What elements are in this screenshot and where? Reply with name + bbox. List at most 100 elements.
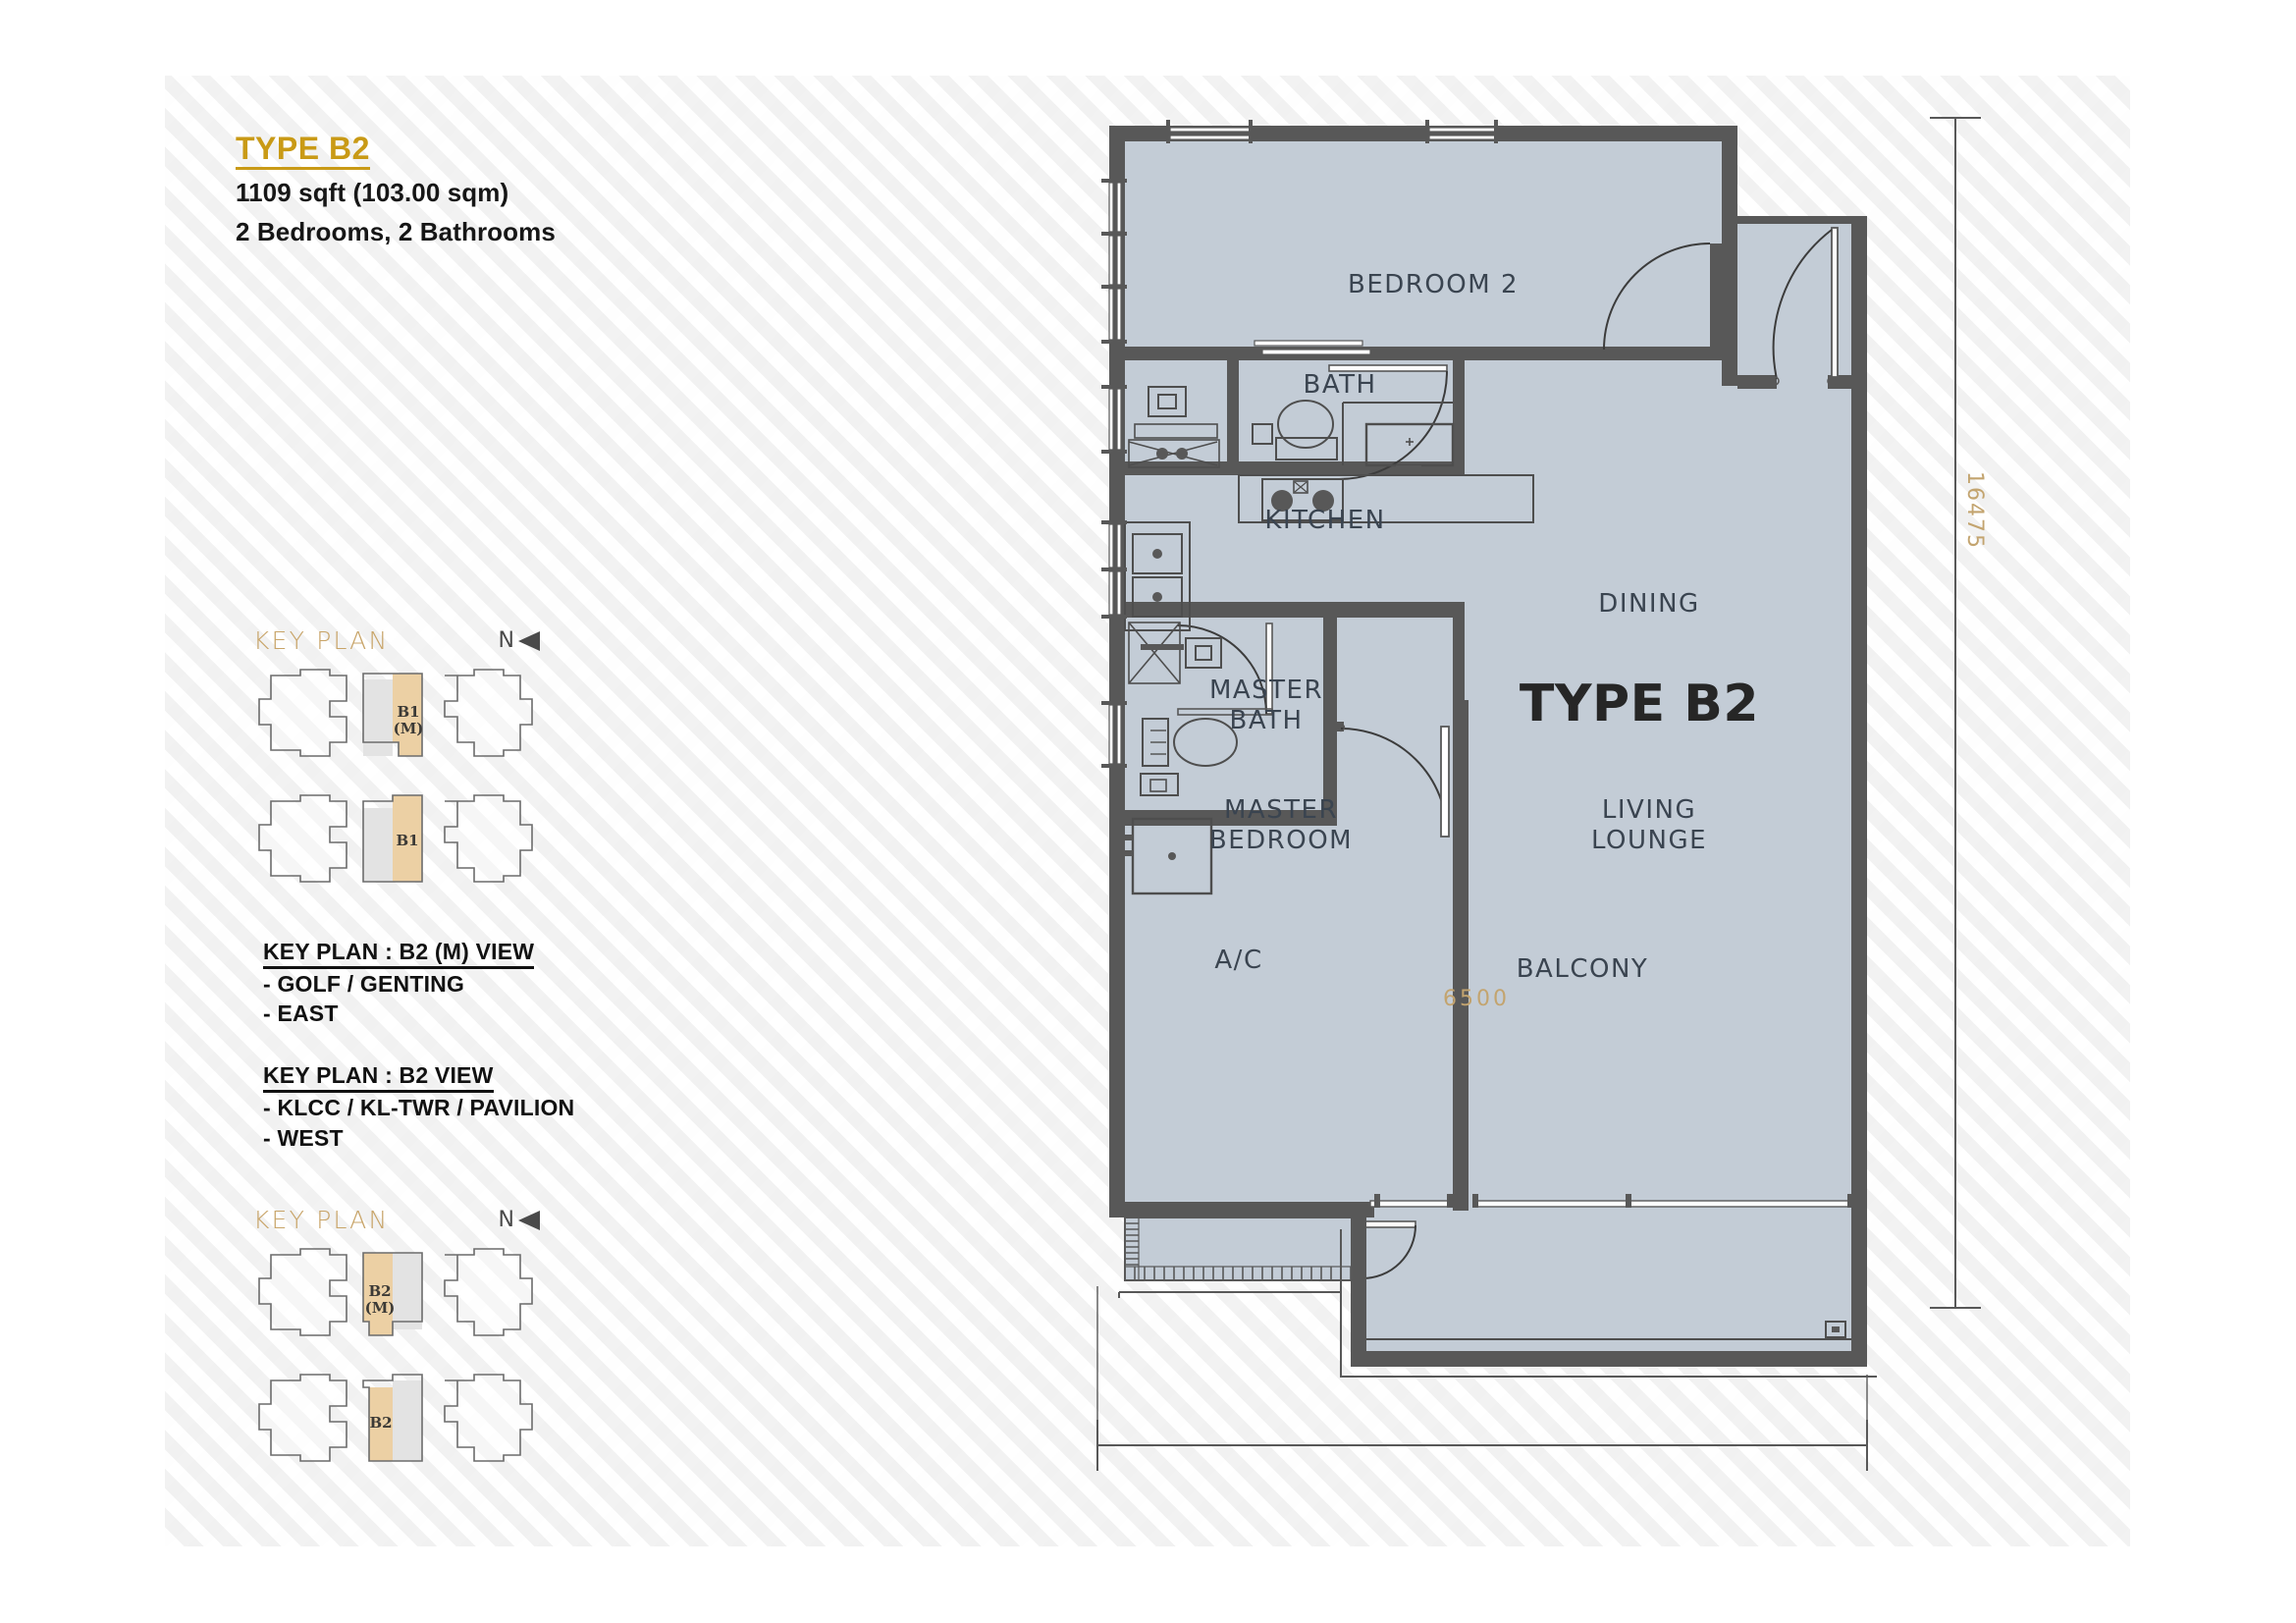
keyplan-unit-lower-outline [362, 794, 423, 883]
keyplan-bm-view-heading: KEY PLAN : B2 (M) VIEW [263, 938, 535, 969]
wall-masterbedroom-living [1453, 700, 1468, 1211]
wall-bedroom2-right [1722, 126, 1737, 229]
keyplan-block-lower-right [444, 794, 533, 883]
keyplan-unit-lower-grey [363, 808, 393, 882]
keyplan-top-diagram: B1 (M) B1 [258, 669, 533, 883]
keyplan-bottom-title: KEY PLAN [253, 1206, 390, 1234]
room-label-dining: DINING [1598, 589, 1700, 619]
keyplan-block-lower-right [444, 1374, 533, 1462]
window-yard-upper [1101, 385, 1127, 454]
keyplan-block-upper-right [444, 669, 533, 757]
keyplan-unit-upper-label-line2: (M) [365, 1299, 396, 1317]
keyplan-bottom-header: KEY PLAN N [253, 1206, 548, 1239]
dimension-line-vertical [1930, 117, 1981, 1309]
keyplan-unit-upper-highlight [363, 1253, 393, 1335]
keyplan-unit-upper-highlight [393, 674, 422, 756]
room-label-balcony: BALCONY [1516, 954, 1649, 984]
fixture-bath [1252, 400, 1455, 475]
keyplan-unit-upper-grey [393, 1253, 422, 1329]
keyplan-unit-upper-label-line1: B1 [397, 703, 419, 721]
keyplan-b2-view-line-2: - WEST [263, 1124, 344, 1151]
keyplan-block-lower-left [258, 1374, 347, 1462]
wall-foyer-threshold-right [1828, 375, 1867, 389]
wall-entry-right-upper [1851, 216, 1867, 381]
north-indicator-top: N [499, 628, 540, 653]
wall-dry-area [1227, 360, 1239, 468]
keyplan-unit-upper-outline [362, 673, 423, 757]
keyplan-top-title: KEY PLAN [253, 626, 390, 655]
wall-exterior-top [1109, 126, 1737, 141]
door-masterbath-dry [1177, 622, 1273, 716]
door-balcony-sliding [1369, 1194, 1853, 1208]
keyplan-unit-lower-highlight [393, 795, 422, 882]
room-label-bedroom-2: BEDROOM 2 [1347, 270, 1520, 299]
page-title: TYPE B2 [236, 132, 370, 170]
door-bath [1328, 364, 1448, 480]
keyplan-bottom-diagram: B2 (M) B2 [258, 1248, 533, 1462]
wall-masterbath-right [1323, 618, 1337, 824]
keyplan-block-lower-left [258, 794, 347, 883]
unit-area-text: 1109 sqft (103.00 sqm) [236, 177, 509, 207]
door-bedroom2 [1603, 243, 1722, 351]
wall-kitchen-right-upper [1453, 360, 1465, 475]
keyplan-unit-lower-label: B1 [396, 832, 418, 849]
view-notes-block: KEY PLAN : B2 (M) VIEW - GOLF / GENTING … [263, 938, 891, 1153]
keyplan-top-header: KEY PLAN N [253, 626, 548, 660]
door-masterbath [1330, 722, 1450, 838]
keyplan-unit-lower-outline [362, 1374, 423, 1462]
fixture-masterbath [1119, 622, 1238, 895]
keyplan-unit-upper-grey [363, 679, 393, 756]
room-label-master-bath: MASTER BATH [1208, 676, 1324, 735]
keyplan-top: KEY PLAN N B1 (M) B1 [253, 626, 548, 892]
dimension-extension-lines [1096, 1286, 1868, 1428]
fixture-yard-upper [1128, 386, 1220, 468]
door-bath-slider [1254, 340, 1371, 355]
balcony-structure [1118, 1217, 1877, 1378]
north-arrow-icon [518, 1210, 540, 1230]
keyplan-unit-lower-highlight [369, 1387, 393, 1461]
keyplan-unit-lower-label: B2 [369, 1414, 392, 1432]
wall-masterbath-bottom [1125, 810, 1337, 826]
keyplan-block-upper-right [444, 1248, 533, 1336]
door-entry [1770, 227, 1839, 386]
floor-fill-balcony [1364, 1208, 1865, 1365]
floorplan-svg [1096, 117, 1981, 1471]
room-label-master-bedroom: MASTER BEDROOM [1208, 795, 1354, 855]
window-kitchen [1101, 520, 1127, 619]
ac-ledge [1124, 1217, 1365, 1281]
dimension-label-horizontal: 6500 [1443, 987, 1510, 1011]
wall-hall-dining-upper [1453, 618, 1465, 700]
keyplan-unit-upper-label-line2: (M) [394, 720, 424, 737]
keyplan-b2-view-heading: KEY PLAN : B2 VIEW [263, 1061, 494, 1094]
keyplan-unit-upper-outline [362, 1252, 423, 1336]
keyplan-b2-view-line-1: - KLCC / KL-TWR / PAVILION [263, 1095, 575, 1121]
north-indicator-bottom: N [499, 1208, 540, 1232]
floorplan-drawing: BEDROOM 2 BATH KITCHEN DINING MASTER BAT… [1080, 108, 2179, 1546]
title-block: TYPE B2 1109 sqft (103.00 sqm) 2 Bedroom… [236, 132, 785, 248]
window-masterbath [1101, 701, 1127, 768]
room-label-bath: BATH [1303, 370, 1377, 400]
keyplan-block-upper-left [258, 1248, 347, 1336]
keyplan-bm-view-line-1: - GOLF / GENTING [263, 970, 465, 997]
keyplan-bm-view-line-2: - EAST [263, 1001, 339, 1027]
north-letter: N [498, 1208, 514, 1232]
wall-foyer-left [1722, 229, 1737, 386]
room-label-living-lounge: LIVING LOUNGE [1590, 795, 1708, 855]
room-label-ac: A/C [1214, 946, 1263, 975]
window-bedroom2-left [1101, 179, 1127, 344]
wall-exterior-left-lower [1109, 361, 1125, 1217]
notes-spacer [263, 1028, 891, 1061]
wall-exterior-right [1851, 381, 1867, 1217]
wall-exterior-bottom-left [1109, 1202, 1374, 1217]
keyplan-block-upper-left [258, 669, 347, 757]
floor-fill-main [1119, 137, 1865, 1252]
wall-bedroom2-bath [1125, 347, 1722, 360]
north-arrow-icon [518, 630, 540, 651]
wall-kitchen-masterbath [1125, 602, 1465, 618]
dimension-line-horizontal [1096, 1420, 1868, 1471]
plan-type-label: TYPE B2 [1519, 675, 1760, 733]
window-bedroom2-top [1166, 120, 1498, 143]
north-letter: N [498, 628, 514, 653]
wall-foyer-top [1737, 216, 1867, 224]
